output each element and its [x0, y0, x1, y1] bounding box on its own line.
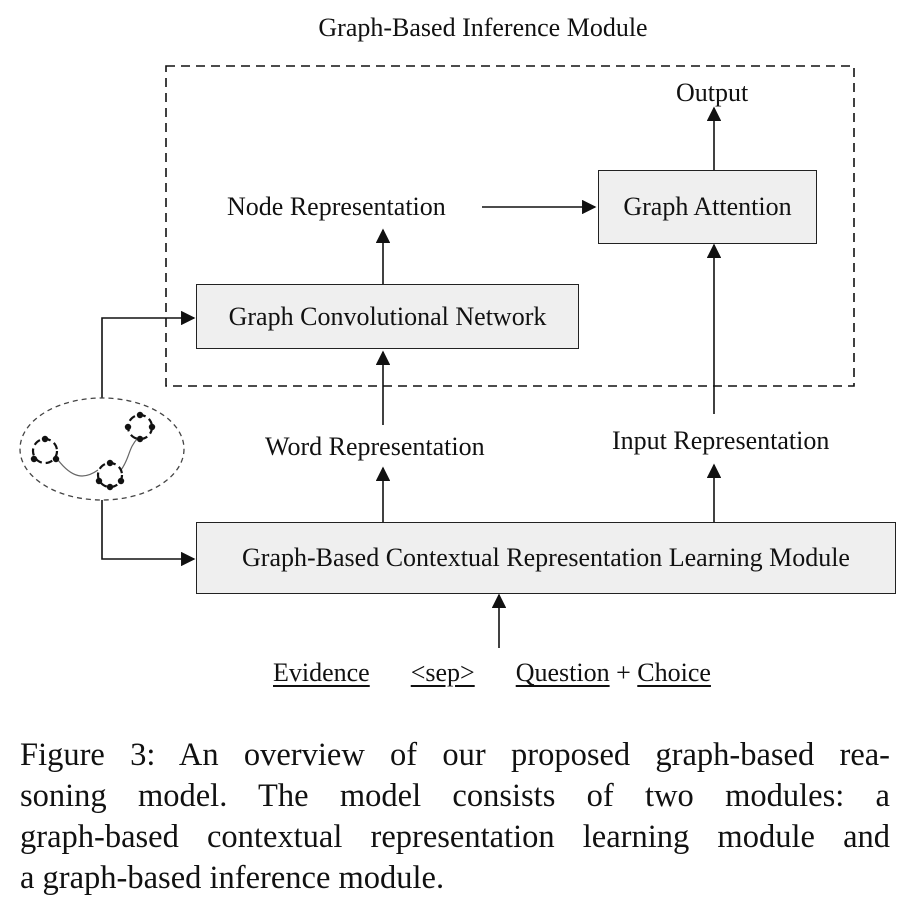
choice-token: Choice [637, 658, 711, 687]
graph-attention-label: Graph Attention [623, 192, 792, 221]
caption-line: a graph-based inference module. [20, 860, 445, 896]
output-label: Output [676, 78, 749, 107]
gcn-label: Graph Convolutional Network [228, 301, 547, 331]
inference-module-title: Graph-Based Inference Module [318, 13, 648, 42]
evidence-token: Evidence [273, 658, 370, 687]
figure-caption: Figure 3: An overview of our proposed gr… [20, 735, 890, 899]
arrow-graph-to-gcn [101, 310, 196, 398]
graph-icon [19, 397, 185, 501]
caption-line: graph-based contextual representation le… [20, 819, 890, 855]
contextual-module-box: Graph-Based Contextual Representation Le… [196, 522, 896, 594]
plus-sign: + [616, 658, 631, 687]
input-sequence: Evidence <sep> Question + Choice [273, 660, 711, 686]
inference-module-border [165, 65, 855, 387]
word-representation-label: Word Representation [265, 432, 485, 461]
contextual-module-label: Graph-Based Contextual Representation Le… [242, 543, 850, 572]
question-token: Question [515, 658, 610, 687]
caption-line: soning model. The model consists of two … [20, 778, 890, 814]
graph-attention-box: Graph Attention [598, 170, 817, 244]
node-representation-label: Node Representation [227, 192, 446, 221]
gcn-box: Graph Convolutional Network [196, 284, 579, 349]
arrow-graph-to-contextual [101, 500, 196, 567]
input-representation-label: Input Representation [612, 426, 830, 455]
caption-line: Figure 3: An overview of our proposed gr… [20, 737, 890, 773]
sep-token: <sep> [410, 658, 475, 687]
